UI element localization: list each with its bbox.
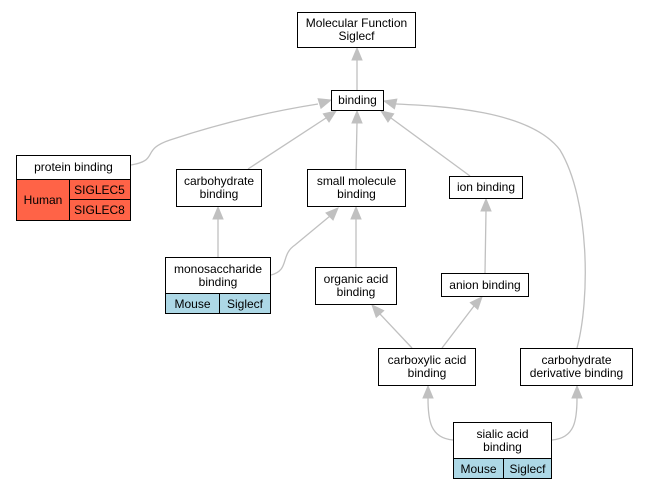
- node-label-line: sialic acid: [476, 426, 529, 441]
- node-small-molecule-binding[interactable]: small molecule binding: [307, 169, 406, 207]
- node-label-line: carbohydrate: [183, 174, 255, 188]
- node-sialic-acid-binding[interactable]: sialic acid binding: [453, 422, 552, 458]
- node-label-line: Molecular Function: [305, 16, 408, 30]
- node-molecular-function[interactable]: Molecular Function Siglecf: [297, 12, 416, 48]
- node-ion-binding[interactable]: ion binding: [449, 176, 523, 199]
- species-label: Mouse: [174, 296, 211, 311]
- edge-monosaccharide_binding-to-small_molecule_binding: [270, 215, 331, 276]
- edge-arrowhead: [317, 98, 333, 110]
- node-carbohydrate-derivative-binding[interactable]: carbohydrate derivative binding: [520, 348, 633, 386]
- edge-arrowhead: [325, 207, 339, 221]
- species-label: Human: [17, 180, 70, 220]
- edge-ion_binding-to-binding: [390, 117, 471, 177]
- edge-arrowhead: [469, 296, 483, 311]
- node-label-line: carbohydrate: [541, 353, 612, 367]
- node-label-line: organic acid: [323, 272, 389, 286]
- gene-label: Siglecf: [219, 294, 270, 313]
- node-label-line: derivative binding: [529, 366, 624, 380]
- species-label: Mouse: [460, 461, 497, 476]
- edge-carboxylic_acid_binding-to-organic_acid_binding: [379, 313, 413, 349]
- node-label-line: binding: [483, 439, 522, 454]
- edge-protein_binding-to-binding: [130, 103, 319, 166]
- edge-arrowhead: [212, 205, 224, 220]
- edge-arrowhead: [322, 110, 338, 123]
- node-label-line: Siglecf: [338, 29, 375, 43]
- gene-label: Siglecf: [503, 459, 551, 478]
- annotation-human: Human SIGLEC5 SIGLEC8: [16, 179, 131, 221]
- node-label-line: monosaccharide: [173, 261, 263, 276]
- gene-label: SIGLEC5: [69, 180, 130, 200]
- edge-arrowhead: [379, 110, 395, 123]
- node-carbohydrate-binding[interactable]: carbohydrate binding: [176, 169, 262, 207]
- edge-arrowhead: [350, 205, 362, 220]
- node-label-line: binding: [199, 187, 239, 201]
- node-anion-binding[interactable]: anion binding: [441, 273, 529, 297]
- node-label-line: binding: [198, 274, 238, 289]
- node-label-line: binding: [338, 93, 377, 107]
- edge-sialic_acid_binding-to-carbohydrate_derivative_binding: [551, 397, 578, 441]
- node-monosaccharide-binding[interactable]: monosaccharide binding: [165, 257, 271, 293]
- edge-arrowhead: [422, 384, 434, 399]
- node-protein-binding[interactable]: protein binding: [16, 155, 131, 179]
- edge-arrowhead: [480, 197, 492, 212]
- edge-arrowhead: [351, 46, 363, 61]
- edge-small_molecule_binding-to-binding: [355, 122, 358, 170]
- edge-anion_binding-to-ion_binding: [484, 210, 487, 274]
- node-label-line: small molecule: [316, 174, 397, 188]
- annotation-mouse: Mouse Siglecf: [165, 293, 271, 314]
- node-label-line: carboxylic acid: [387, 353, 467, 367]
- node-label-line: protein binding: [34, 160, 113, 174]
- node-label-line: binding: [407, 366, 447, 380]
- node-label-line: binding: [336, 285, 376, 299]
- annotation-mouse: Mouse Siglecf: [453, 458, 552, 479]
- edge-carbohydrate_binding-to-binding: [247, 117, 327, 170]
- gene-label: SIGLEC8: [74, 203, 125, 217]
- edge-carboxylic_acid_binding-to-anion_binding: [441, 305, 475, 349]
- node-label-line: anion binding: [449, 277, 521, 292]
- node-carboxylic-acid-binding[interactable]: carboxylic acid binding: [378, 348, 476, 386]
- edge-carbohydrate_derivative_binding-to-binding: [395, 103, 586, 349]
- node-label-line: ion binding: [456, 180, 516, 194]
- edge-arrowhead: [571, 384, 583, 399]
- edge-sialic_acid_binding-to-carboxylic_acid_binding: [427, 397, 454, 441]
- node-organic-acid-binding[interactable]: organic acid binding: [315, 267, 397, 305]
- edge-arrowhead: [371, 304, 385, 319]
- node-label-line: binding: [337, 187, 376, 201]
- edge-arrowhead: [351, 109, 363, 124]
- node-binding[interactable]: binding: [331, 90, 384, 111]
- edge-arrowhead: [382, 98, 398, 110]
